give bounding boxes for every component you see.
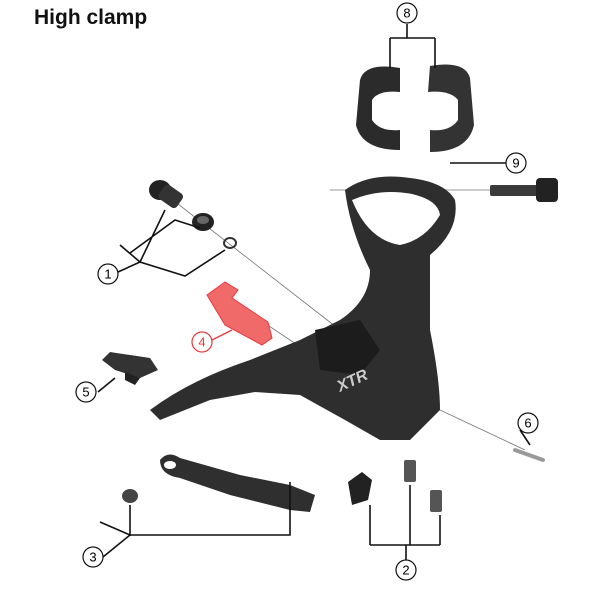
svg-text:4: 4 <box>198 335 205 350</box>
svg-text:1: 1 <box>104 267 111 282</box>
svg-text:5: 5 <box>82 385 89 400</box>
svg-text:8: 8 <box>403 6 410 21</box>
clamp-band-part[interactable] <box>356 64 474 153</box>
callout-6[interactable]: 6 <box>517 412 539 434</box>
clamp-bolt-part[interactable] <box>490 178 558 202</box>
svg-text:3: 3 <box>89 550 96 565</box>
callout-3[interactable]: 3 <box>82 546 104 568</box>
pin-part[interactable] <box>513 448 545 462</box>
link-arm-part[interactable] <box>122 454 315 512</box>
callout-4[interactable]: 4 <box>191 329 233 353</box>
derailleur-body: XTR <box>150 176 456 440</box>
page-title: High clamp <box>34 6 148 29</box>
callout-9[interactable]: 9 <box>505 152 527 174</box>
callout-8[interactable]: 8 <box>396 2 418 24</box>
callout-2[interactable]: 2 <box>395 559 417 581</box>
svg-text:6: 6 <box>524 416 531 431</box>
svg-text:2: 2 <box>402 563 409 578</box>
svg-text:9: 9 <box>512 156 519 171</box>
adjust-screws-part[interactable] <box>348 460 442 512</box>
stopper-part[interactable] <box>102 352 158 385</box>
leader-lines <box>97 24 531 560</box>
highlighted-adapter-part[interactable] <box>206 281 273 346</box>
bushing-set-part[interactable] <box>149 180 237 249</box>
callout-5[interactable]: 5 <box>75 381 97 403</box>
callout-1[interactable]: 1 <box>97 263 119 285</box>
